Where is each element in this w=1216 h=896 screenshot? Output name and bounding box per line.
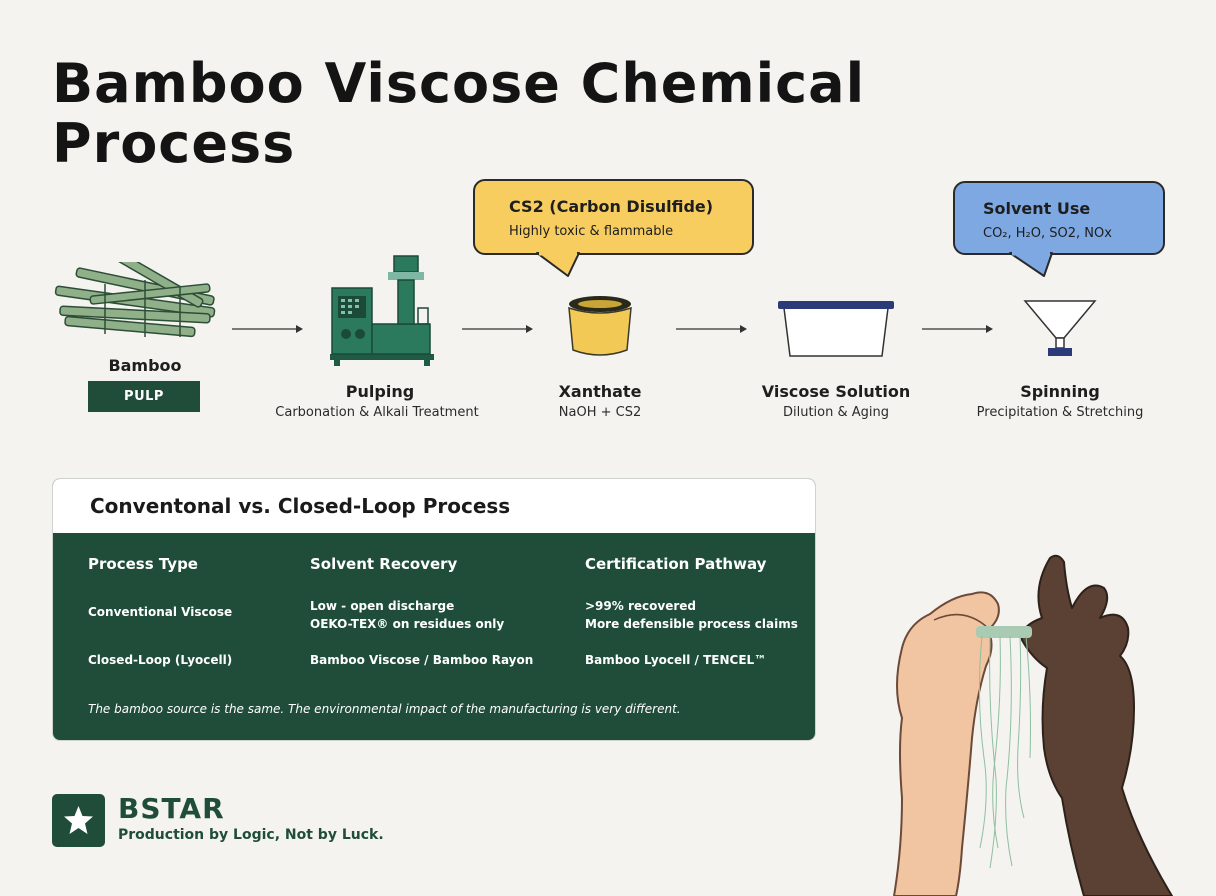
arrow-icon (922, 325, 993, 333)
viscose-basin-icon (778, 301, 894, 357)
step-viscose-sub: Dilution & Aging (782, 405, 890, 420)
cs2-callout: CS2 (Carbon Disulfide) Highly toxic & fl… (473, 179, 754, 255)
star-icon (64, 806, 93, 834)
table-cell: >99% recovered More defensible process c… (585, 599, 798, 631)
brand-tagline: Production by Logic, Not by Luck. (118, 827, 384, 843)
step-xanthate-sub: NaOH + CS2 (558, 405, 642, 420)
pulping-machine-icon (330, 255, 434, 366)
pulp-badge: PULP (88, 381, 200, 412)
brand-logo (52, 794, 105, 847)
spinning-funnel-icon (1023, 300, 1097, 356)
comparison-table-title: Conventonal vs. Closed-Loop Process (53, 479, 815, 533)
comparison-table: Conventonal vs. Closed-Loop Process Proc… (52, 478, 816, 741)
table-cell: Low - open discharge OEKO-TEX® on residu… (310, 599, 505, 631)
step-xanthate-label: Xanthate (558, 382, 642, 401)
step-spinning-sub: Precipitation & Stretching (976, 405, 1144, 420)
step-pulping-sub: Carbonation & Alkali Treatment (275, 405, 479, 420)
xanthate-jar-icon (568, 296, 632, 356)
col-header-solvent-recovery: Solvent Recovery (310, 555, 458, 573)
cs2-callout-title: CS2 (Carbon Disulfide) (509, 197, 714, 216)
table-cell: Bamboo Lyocell / TENCEL™ (585, 653, 767, 667)
arrow-icon (232, 325, 303, 333)
brand-name: BSTAR (118, 792, 225, 825)
col-header-certification: Certification Pathway (585, 555, 767, 573)
table-footnote: The bamboo source is the same. The envir… (88, 702, 681, 716)
table-cell: Bamboo Viscose / Bamboo Rayon (310, 653, 534, 667)
step-viscose-label: Viscose Solution (761, 382, 911, 401)
col-header-process-type: Process Type (88, 555, 198, 573)
solvent-callout-tail (1009, 251, 1053, 277)
solvent-callout: Solvent Use CO₂, H₂O, SO2, NOx (953, 181, 1165, 255)
cs2-callout-tail (536, 251, 580, 277)
table-cell: Conventional Viscose (88, 605, 233, 619)
table-cell: Closed-Loop (Lyocell) (88, 653, 233, 667)
cs2-callout-subtitle: Highly toxic & flammable (509, 224, 674, 239)
bamboo-icon (54, 262, 216, 338)
solvent-callout-subtitle: CO₂, H₂O, SO2, NOx (983, 226, 1112, 241)
step-spinning-label: Spinning (1020, 382, 1100, 401)
page-title: Bamboo Viscose Chemical Process (52, 52, 866, 175)
step-pulping-label: Pulping (345, 382, 415, 401)
step-bamboo-label: Bamboo (108, 356, 182, 375)
arrow-icon (676, 325, 747, 333)
solvent-callout-title: Solvent Use (983, 199, 1091, 218)
arrow-icon (462, 325, 533, 333)
hands-fiber-illustration (893, 554, 1173, 896)
